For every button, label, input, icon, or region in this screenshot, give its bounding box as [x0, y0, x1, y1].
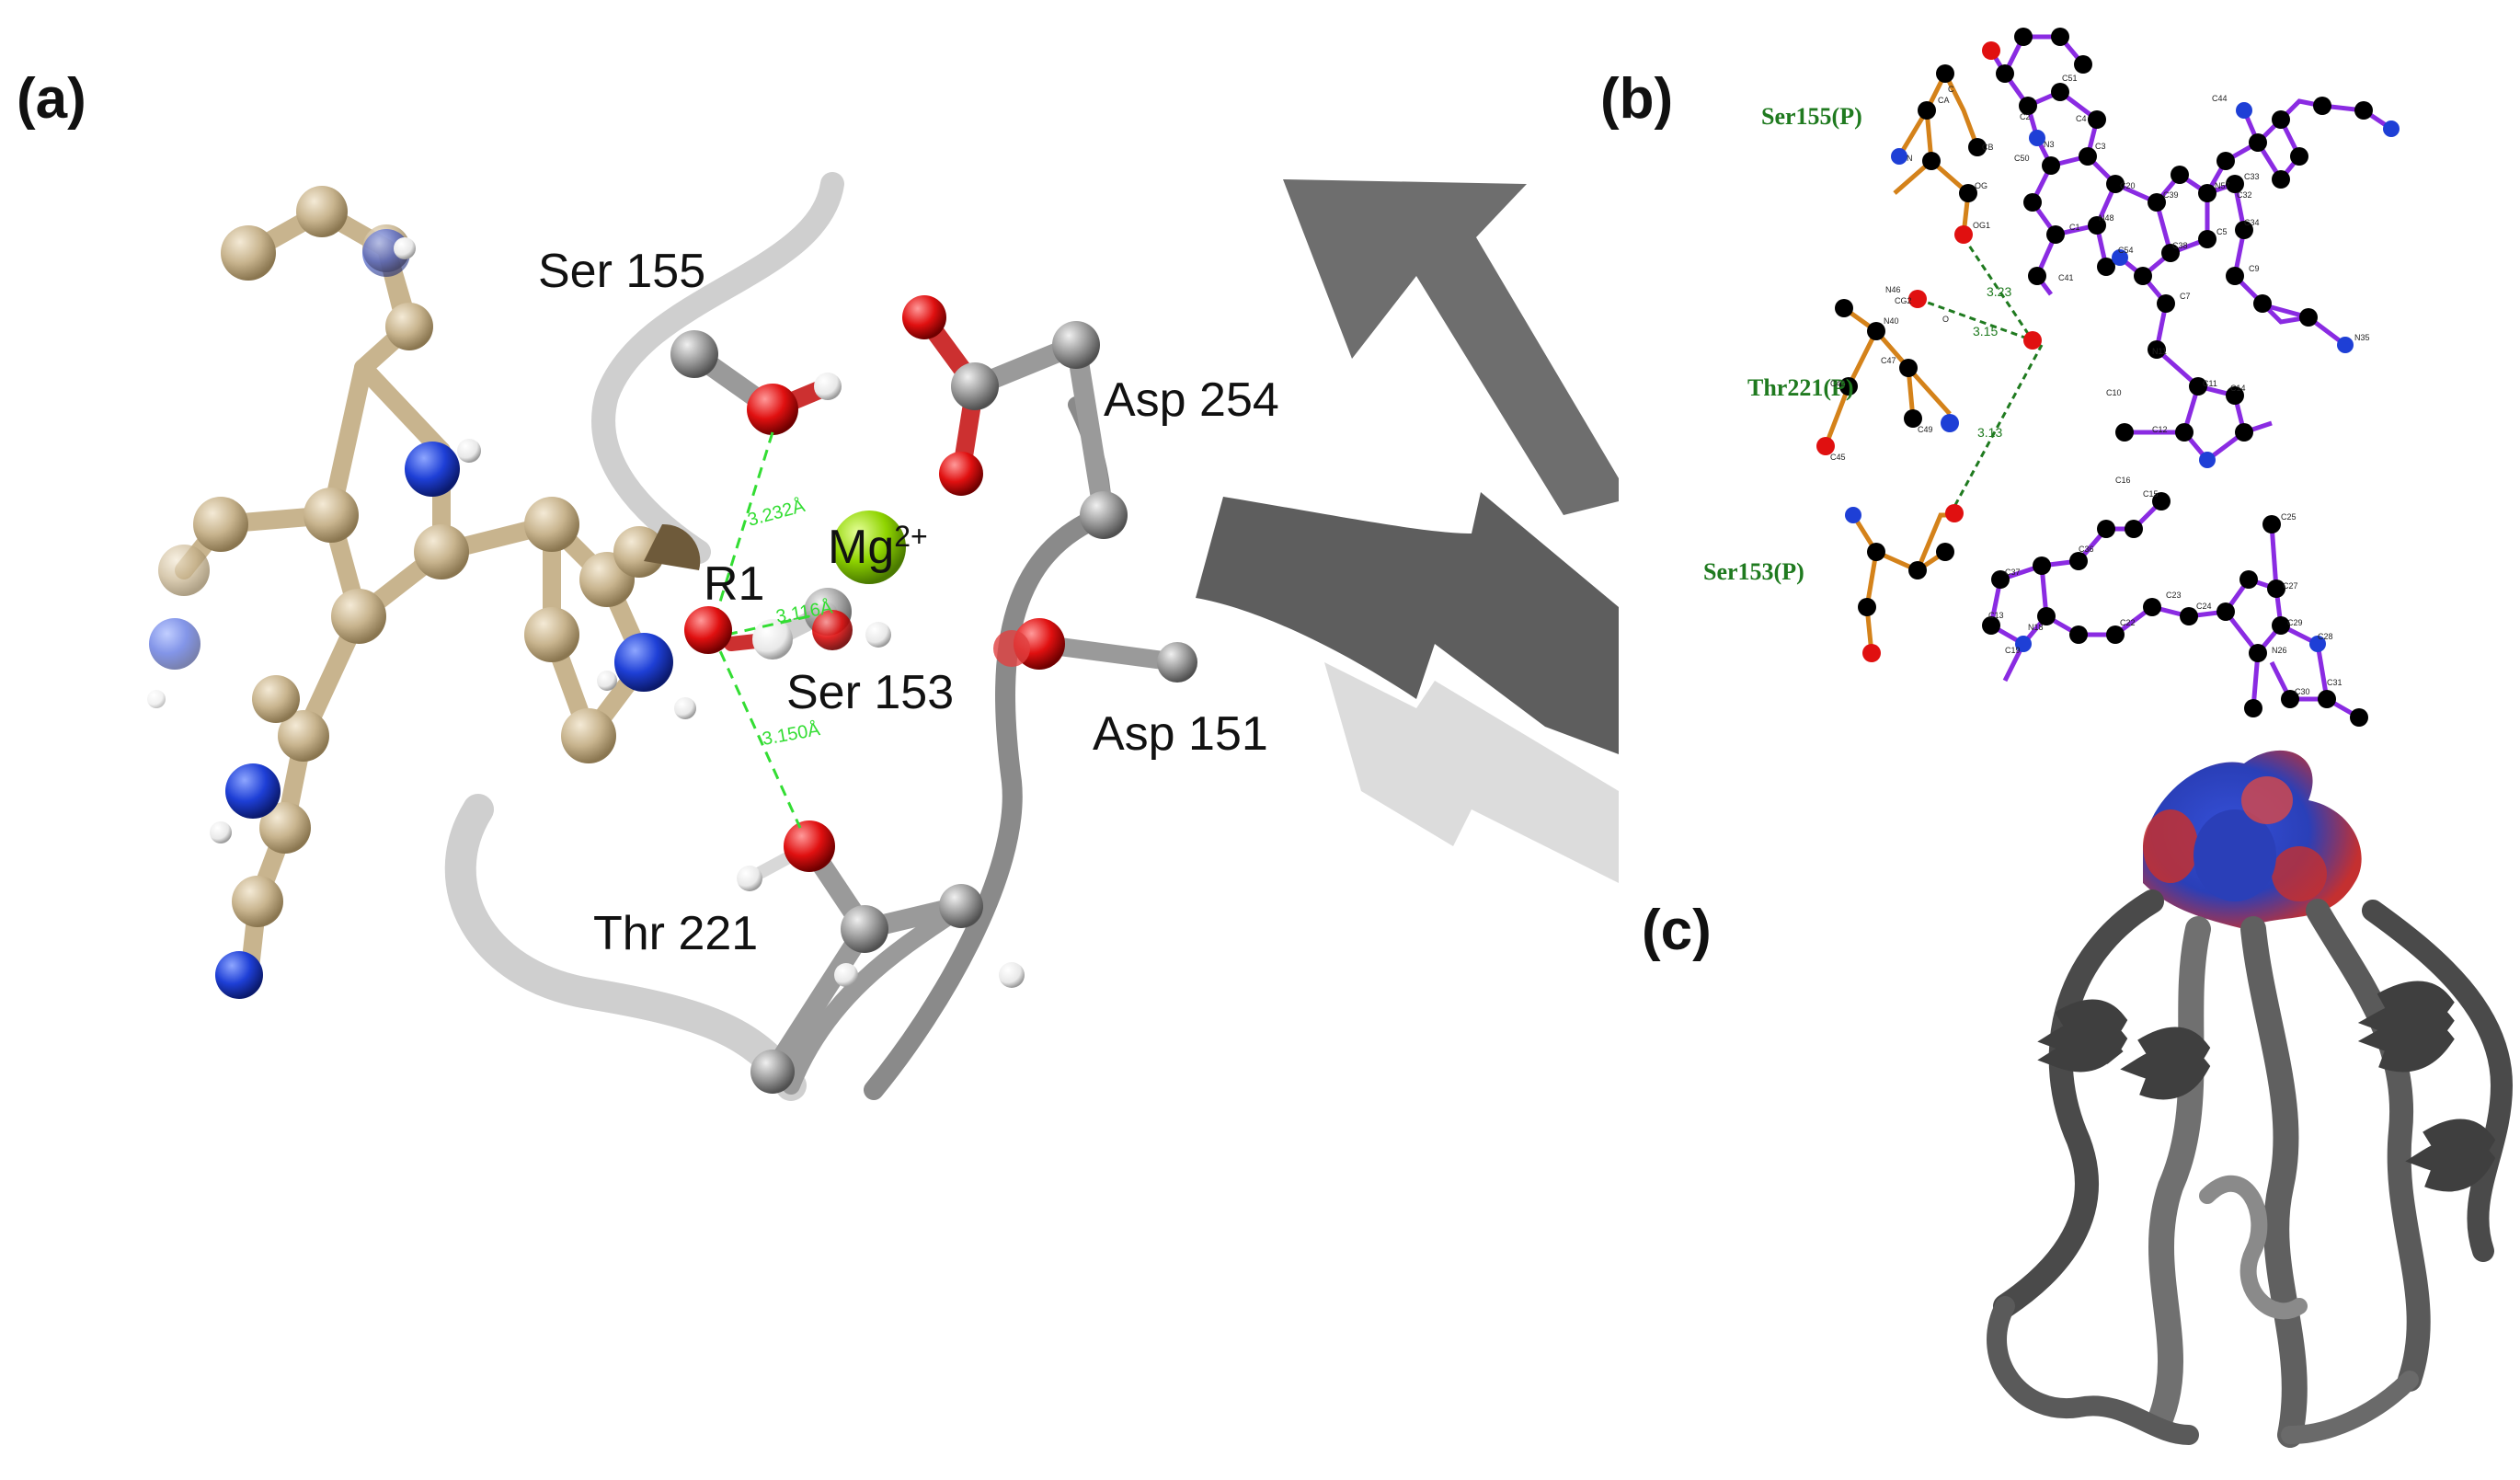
b-atom-label: C9: [2249, 264, 2260, 273]
label-asp254: Asp 254: [1104, 373, 1279, 427]
b-atom-label: C22: [2120, 618, 2136, 627]
b-atom-label: C25: [2281, 512, 2297, 522]
b-atom-labels: NCACOCBOGOG1CG2N40N46C47C49C42C45C44C50C…: [1830, 74, 2370, 696]
b-atom-label: N3: [2044, 140, 2055, 149]
b-atom-label: C19: [2005, 646, 2021, 655]
b-atom-label: C29: [2287, 618, 2303, 627]
label-ser153: Ser 153: [786, 666, 954, 719]
protein-backbone: [444, 172, 1114, 1101]
b-atom-label: N48: [2099, 213, 2114, 223]
label-mg: Mg2+: [828, 520, 928, 574]
beta-strand-arrows: [1196, 179, 1619, 883]
b-atom-label: C41: [2058, 273, 2074, 282]
b-atom-label: C23: [2166, 591, 2182, 600]
b-atom-label: C3: [2095, 142, 2106, 151]
panel-a-label: (a): [17, 67, 86, 131]
b-distance-3: 3.13: [1977, 425, 2002, 440]
ligand-atoms: [147, 186, 732, 999]
panel-b-label: (b): [1600, 67, 1673, 131]
b-atom-label: C37: [2005, 568, 2021, 577]
b-atom-label: C34: [2244, 218, 2260, 227]
b-label-ser153: Ser153(P): [1703, 558, 1804, 585]
b-atom-label: C10: [2106, 388, 2122, 397]
panel-a: (a) Ser 155 Asp 254 R1 Mg2+ Ser 153 Asp …: [17, 67, 1619, 1101]
b-atom-label: C39: [2163, 190, 2179, 200]
b-atom-label: C27: [2283, 581, 2298, 591]
b-atom-label: N46: [1885, 285, 1901, 294]
b-atom-label: C42: [1830, 379, 1846, 388]
b-atom-label: C45: [1830, 453, 1846, 462]
b-atom-label: N35: [2354, 333, 2370, 342]
distance-1: 3.232Å: [745, 495, 808, 531]
b-atom-label: C50: [2014, 154, 2030, 163]
protein-ribbon: [1987, 889, 2514, 1448]
b-atom-label: N57: [2215, 181, 2230, 190]
b-atom-label: C4: [2076, 114, 2087, 123]
label-asp151: Asp 151: [1093, 707, 1268, 761]
b-atom-label: CG2: [1895, 296, 1912, 305]
b-atom-label: C54: [2118, 246, 2134, 255]
b-atom-label: C: [1948, 85, 1954, 94]
b-atom-label: C33: [2244, 172, 2260, 181]
b-atom-label: CA: [1938, 96, 1950, 105]
label-ser155: Ser 155: [538, 245, 705, 298]
b-atom-label: N26: [2272, 646, 2287, 655]
panel-c-label: (c): [1642, 899, 1712, 962]
b-label-thr221: Thr221(P): [1747, 374, 1854, 401]
magnesium-ion: [832, 511, 906, 584]
b-atom-label: C36: [2079, 545, 2094, 554]
panel-b: (b): [1600, 28, 2400, 727]
atoms-b: [1816, 28, 2400, 727]
b-atom-label: C38: [2172, 241, 2188, 250]
b-atom-label: N: [1907, 154, 1913, 163]
label-r1: R1: [704, 557, 764, 611]
b-distance-1: 3.23: [1987, 284, 2011, 299]
b-atom-label: C49: [1918, 425, 1933, 434]
helix-coils: [2037, 981, 2496, 1192]
b-atom-label: C32: [2237, 190, 2252, 200]
distance-3: 3.150Å: [761, 718, 822, 750]
b-atom-label: C31: [2327, 678, 2342, 687]
b-atom-label: CB: [1982, 143, 1994, 152]
b-atom-label: O: [1942, 315, 1949, 324]
b-atom-label: C30: [2295, 687, 2310, 696]
b-atom-label: N18: [2028, 623, 2044, 632]
b-atom-label: C14: [2230, 384, 2246, 393]
b-atom-label: OG1: [1973, 221, 1990, 230]
b-distance-2: 3.15: [1973, 324, 1998, 338]
b-atom-label: C44: [2212, 94, 2228, 103]
b-atom-label: C20: [2120, 181, 2136, 190]
b-atom-label: C24: [2196, 602, 2212, 611]
b-atom-label: C2: [2020, 112, 2031, 121]
b-atom-label: C51: [2062, 74, 2078, 83]
b-atom-label: C47: [1881, 356, 1896, 365]
b-atom-label: C15: [2143, 489, 2159, 499]
hydrogen-bonds: [711, 431, 810, 829]
electrostatic-surface: [2143, 750, 2362, 929]
hydrogen-bonds-b: [1917, 236, 2044, 516]
b-atom-label: C5: [2216, 227, 2228, 236]
b-atom-label: N40: [1884, 316, 1899, 326]
b-atom-label: C11: [2203, 379, 2217, 388]
b-label-ser155: Ser155(P): [1761, 103, 1862, 130]
panel-c: (c): [1642, 750, 2514, 1448]
b-atom-label: C28: [2318, 632, 2333, 641]
b-atom-label: C16: [2115, 476, 2131, 485]
residue-atoms: [670, 295, 1197, 1094]
b-atom-label: OG: [1975, 181, 1987, 190]
b-atom-label: C7: [2180, 292, 2191, 301]
b-atom-label: C13: [1988, 611, 2004, 620]
b-atom-label: C12: [2152, 425, 2168, 434]
label-thr221: Thr 221: [593, 907, 758, 960]
b-atom-label: N11: [2152, 347, 2167, 356]
b-atom-label: C1: [2069, 223, 2080, 232]
